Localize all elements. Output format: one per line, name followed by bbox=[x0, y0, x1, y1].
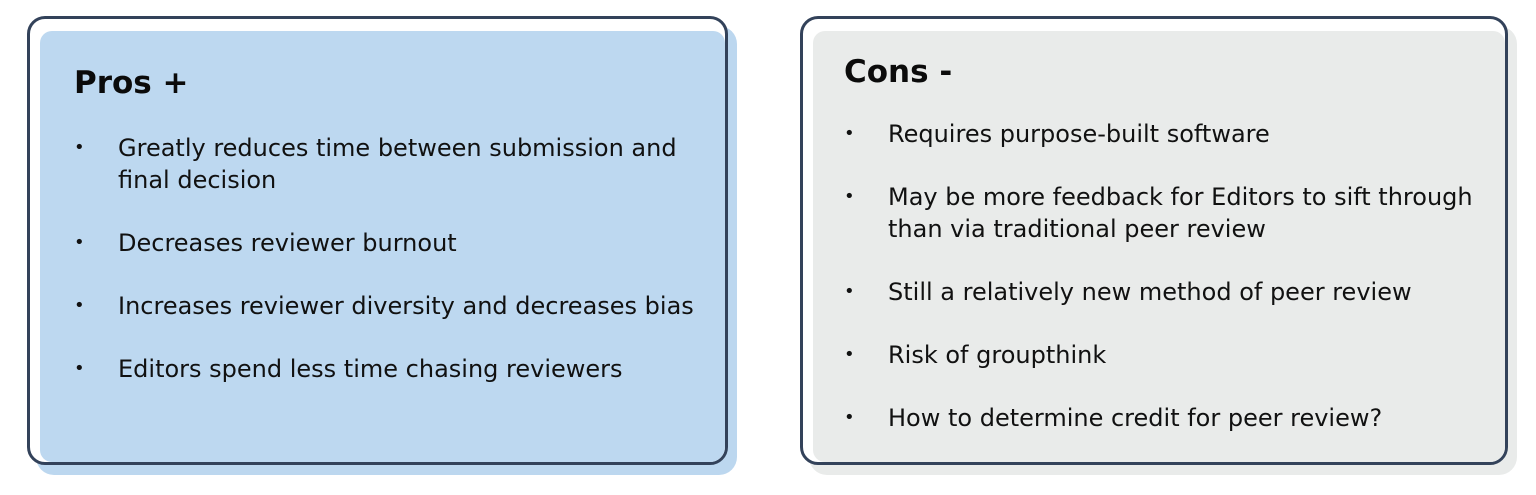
cons-item-text: Risk of groupthink bbox=[888, 341, 1107, 369]
pros-panel-fill bbox=[40, 31, 725, 462]
pros-item-text: Increases reviewer diversity and decreas… bbox=[118, 292, 694, 320]
cons-panel-fill bbox=[813, 31, 1505, 462]
pros-list-item: • Increases reviewer diversity and decre… bbox=[68, 290, 698, 322]
cons-title: Cons - bbox=[844, 54, 953, 90]
cons-list: • Requires purpose-built software • May … bbox=[838, 118, 1478, 462]
cons-item-text: Requires purpose-built software bbox=[888, 120, 1270, 148]
cons-item-text: Still a relatively new method of peer re… bbox=[888, 278, 1412, 306]
bullet-icon: • bbox=[74, 358, 85, 379]
bullet-icon: • bbox=[844, 186, 855, 207]
bullet-icon: • bbox=[74, 295, 85, 316]
cons-panel: Cons - • Requires purpose-built software… bbox=[800, 16, 1508, 465]
cons-panel-content: Cons - • Requires purpose-built software… bbox=[803, 19, 1505, 462]
pros-item-text: Editors spend less time chasing reviewer… bbox=[118, 355, 623, 383]
bullet-icon: • bbox=[844, 123, 855, 144]
cons-list-item: • Risk of groupthink bbox=[838, 339, 1478, 371]
pros-panel: Pros + • Greatly reduces time between su… bbox=[27, 16, 728, 465]
pros-item-text: Greatly reduces time between submission … bbox=[118, 134, 677, 194]
pros-list: • Greatly reduces time between submissio… bbox=[68, 132, 698, 416]
cons-list-item: • How to determine credit for peer revie… bbox=[838, 402, 1478, 434]
pros-title: Pros + bbox=[74, 65, 189, 101]
pros-list-item: • Greatly reduces time between submissio… bbox=[68, 132, 698, 196]
pros-list-item: • Decreases reviewer burnout bbox=[68, 227, 698, 259]
bullet-icon: • bbox=[844, 344, 855, 365]
bullet-icon: • bbox=[74, 232, 85, 253]
pros-item-text: Decreases reviewer burnout bbox=[118, 229, 457, 257]
pros-panel-content: Pros + • Greatly reduces time between su… bbox=[30, 19, 725, 462]
cons-item-text: May be more feedback for Editors to sift… bbox=[888, 183, 1473, 243]
bullet-icon: • bbox=[844, 407, 855, 428]
bullet-icon: • bbox=[74, 137, 85, 158]
cons-list-item: • Requires purpose-built software bbox=[838, 118, 1478, 150]
cons-list-item: • May be more feedback for Editors to si… bbox=[838, 181, 1478, 245]
cons-item-text: How to determine credit for peer review? bbox=[888, 404, 1383, 432]
pros-list-item: • Editors spend less time chasing review… bbox=[68, 353, 698, 385]
cons-list-item: • Still a relatively new method of peer … bbox=[838, 276, 1478, 308]
bullet-icon: • bbox=[844, 281, 855, 302]
